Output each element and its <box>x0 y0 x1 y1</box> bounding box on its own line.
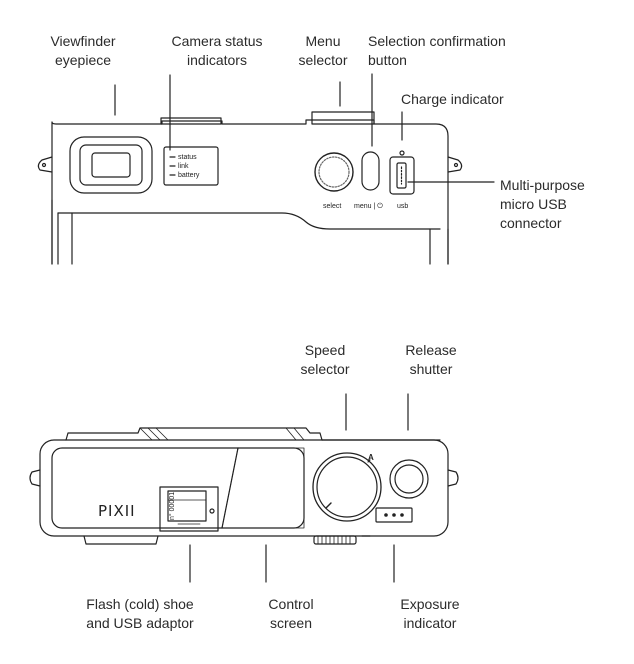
viewfinder-eyepiece-label: Viewfinder eyepiece <box>38 32 128 70</box>
label-line: selector <box>298 52 348 68</box>
front-strap-lug-left <box>29 469 41 487</box>
label-line: Flash (cold) shoe <box>86 596 194 612</box>
status-text: status <box>178 154 197 161</box>
label-line: selector <box>300 361 350 377</box>
front-view: n° 00001 PIXII A <box>29 393 459 583</box>
flash-shoe <box>159 486 219 532</box>
label-line: Selection confirmation <box>368 33 506 49</box>
top-body-seam <box>57 212 441 230</box>
select-text: select <box>323 203 341 210</box>
camera-status-indicators-label: Camera status indicators <box>162 32 272 70</box>
label-line: Release <box>405 342 457 358</box>
speed-selector-dial[interactable] <box>312 452 382 522</box>
front-top-knurl-right <box>285 427 305 441</box>
viewfinder-eyepiece <box>69 136 153 194</box>
speed-dial-a-mark: A <box>368 453 374 462</box>
label-line: shutter <box>409 361 453 377</box>
status-indicator-panel <box>163 146 219 186</box>
front-strap-lug-right <box>447 469 459 487</box>
release-shutter-button[interactable] <box>389 459 429 499</box>
charge-indicator-led <box>399 150 405 156</box>
label-line: Multi-purpose <box>500 177 585 193</box>
charge-indicator-label: Charge indicator <box>401 90 531 109</box>
label-line: micro USB <box>500 196 567 212</box>
label-line: indicator <box>403 615 457 631</box>
exposure-indicator <box>375 507 413 523</box>
label-line: Viewfinder <box>50 33 116 49</box>
label-line: screen <box>269 615 313 631</box>
selection-confirmation-button[interactable] <box>361 151 380 191</box>
menu-text: menu | ⏻ <box>354 202 383 210</box>
label-line: eyepiece <box>54 52 112 68</box>
strap-lug-left <box>37 156 53 173</box>
label-line: button <box>368 52 407 68</box>
label-line: Control <box>268 596 314 612</box>
label-line: Speed <box>304 342 346 358</box>
hot-shoe-top <box>160 117 222 125</box>
control-screen-label: Control screen <box>256 595 326 633</box>
front-body-inner <box>51 447 305 529</box>
strap-lug-right <box>447 156 463 173</box>
speed-dial-mark <box>325 502 332 509</box>
link-text: link <box>178 163 189 170</box>
label-line: connector <box>500 215 562 231</box>
front-bottom-foot <box>83 535 159 545</box>
front-body-outline <box>39 439 449 537</box>
flash-shoe-label: Flash (cold) shoe and USB adaptor <box>70 595 210 633</box>
top-view: status link battery select menu | ⏻ usb <box>37 73 495 265</box>
label-line: Menu <box>305 33 341 49</box>
strap-lug-right-hole <box>453 162 459 168</box>
menu-selector-label: Menu selector <box>288 32 358 70</box>
strap-lug-left-hole <box>41 162 47 168</box>
label-line: Exposure <box>400 596 460 612</box>
label-line: Charge indicator <box>401 91 504 107</box>
control-screen <box>221 447 305 529</box>
usb-text: usb <box>397 203 408 210</box>
selection-confirmation-button-label: Selection confirmation button <box>368 32 538 70</box>
front-top-knurl-left <box>139 427 169 441</box>
label-line: Camera status <box>171 33 263 49</box>
front-top-plate <box>65 427 323 441</box>
release-shutter-label: Release shutter <box>396 341 466 379</box>
menu-selector-dial[interactable] <box>314 152 354 192</box>
micro-usb-connector[interactable] <box>389 156 415 195</box>
battery-text: battery <box>178 172 200 179</box>
micro-usb-connector-label: Multi-purpose micro USB connector <box>500 176 620 233</box>
exposure-indicator-label: Exposure indicator <box>390 595 470 633</box>
shoe-serial-text: n° 00001 <box>168 492 176 520</box>
speed-selector-label: Speed selector <box>290 341 360 379</box>
label-line: and USB adaptor <box>86 615 194 631</box>
pixii-logo: PIXII <box>98 502 136 520</box>
top-body-outline <box>51 119 449 265</box>
menu-selector-top <box>311 111 375 125</box>
label-line: indicators <box>187 52 247 68</box>
bottom-knurled-wheel <box>313 535 357 545</box>
